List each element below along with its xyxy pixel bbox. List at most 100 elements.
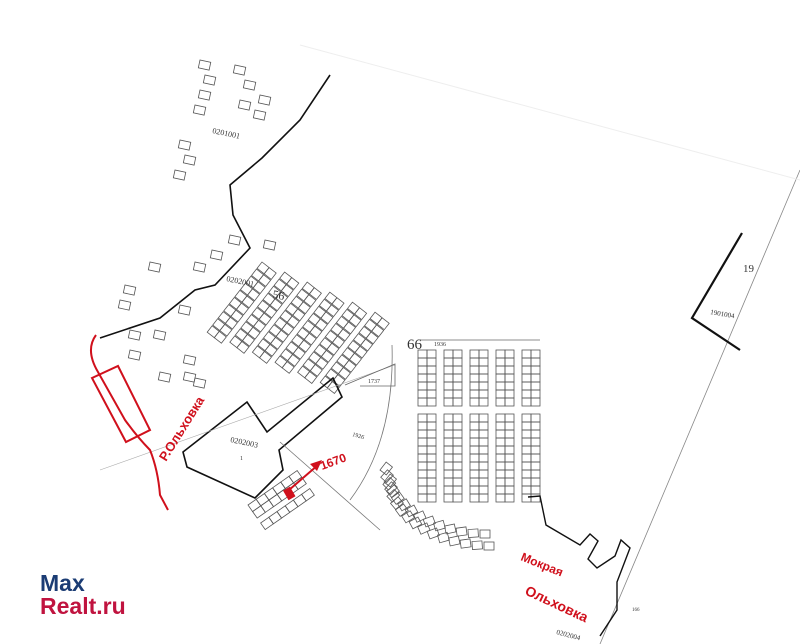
parcel [319,337,333,351]
parcel [443,429,454,439]
parcel [331,297,345,311]
parcel [274,316,288,330]
boundary-0202003 [182,376,343,499]
parcel [478,373,489,383]
parcel [469,349,480,359]
parcel [247,326,261,340]
parcel [152,329,167,341]
parcel [292,476,307,490]
parcel [504,349,515,359]
parcel [530,429,541,439]
parcel [426,357,437,367]
parcel [341,308,355,322]
parcel [304,370,318,384]
parcel [182,371,197,383]
label-1901004: 1901004 [710,308,736,320]
parcel [469,437,480,447]
parcel [495,437,506,447]
parcel [240,321,254,335]
parcel [256,261,270,275]
parcel [147,261,162,273]
parcel [262,331,277,345]
parcels-arc [379,461,495,551]
parcel [281,360,295,374]
plot-arrow-shaft [288,464,319,491]
village-label-line1: Мокрая [519,550,565,580]
parcel [292,308,306,322]
parcel [521,365,532,375]
parcel [258,312,272,326]
label-56: 56 [271,287,285,303]
parcel [223,303,237,317]
parcel [264,305,278,319]
parcel [452,349,463,359]
parcel [335,315,349,329]
parcel [469,429,480,439]
parcel [530,477,541,487]
parcel [471,540,483,550]
parcel [443,445,454,455]
parcel [426,421,437,431]
parcel [228,296,242,310]
parcel [495,389,506,399]
parcel [324,291,338,305]
parcel [309,325,323,339]
parcel [521,485,532,495]
parcel [268,493,283,508]
parcel [280,348,294,362]
parcel [122,284,137,296]
parcel [443,469,454,479]
parcel [336,354,350,368]
parcel [504,373,515,383]
parcel [469,477,480,487]
parcel [315,356,329,370]
label-1: 1 [240,456,243,462]
parcel [275,329,289,343]
parcel [235,302,250,316]
parcel [495,429,506,439]
parcel [206,325,220,339]
parcel [177,304,192,316]
parcel [521,357,532,367]
parcel [478,389,489,399]
parcel [479,529,491,539]
parcel [234,328,248,342]
parcel [495,469,506,479]
parcel [192,377,207,389]
parcel [252,109,267,121]
parcel [302,319,316,333]
parcel [192,104,207,116]
parcel [417,477,428,487]
parcel [309,363,323,377]
parcel [504,493,515,503]
parcel [478,445,489,455]
parcel [495,413,506,423]
sheet-edge-top [299,44,800,181]
parcel [530,413,541,423]
parcel [320,311,334,325]
parcel [495,373,506,383]
parcel [262,239,277,251]
parcel [303,294,317,308]
parcel [530,493,541,503]
parcel [347,340,361,354]
parcel [296,327,310,341]
parcel [157,371,172,383]
parcel [426,461,437,471]
parcel [483,541,495,551]
parcel [469,357,480,367]
parcel [257,94,272,106]
parcel [246,288,261,302]
parcel [314,318,328,332]
parcel [469,485,480,495]
parcel [530,381,541,391]
parcel [504,381,515,391]
parcel [530,397,541,407]
parcel [308,287,322,301]
parcel [426,493,437,503]
parcel [307,312,321,326]
parcel [426,349,437,359]
parcel [286,315,300,329]
label-1737: 1737 [368,379,380,385]
parcel [504,477,515,487]
